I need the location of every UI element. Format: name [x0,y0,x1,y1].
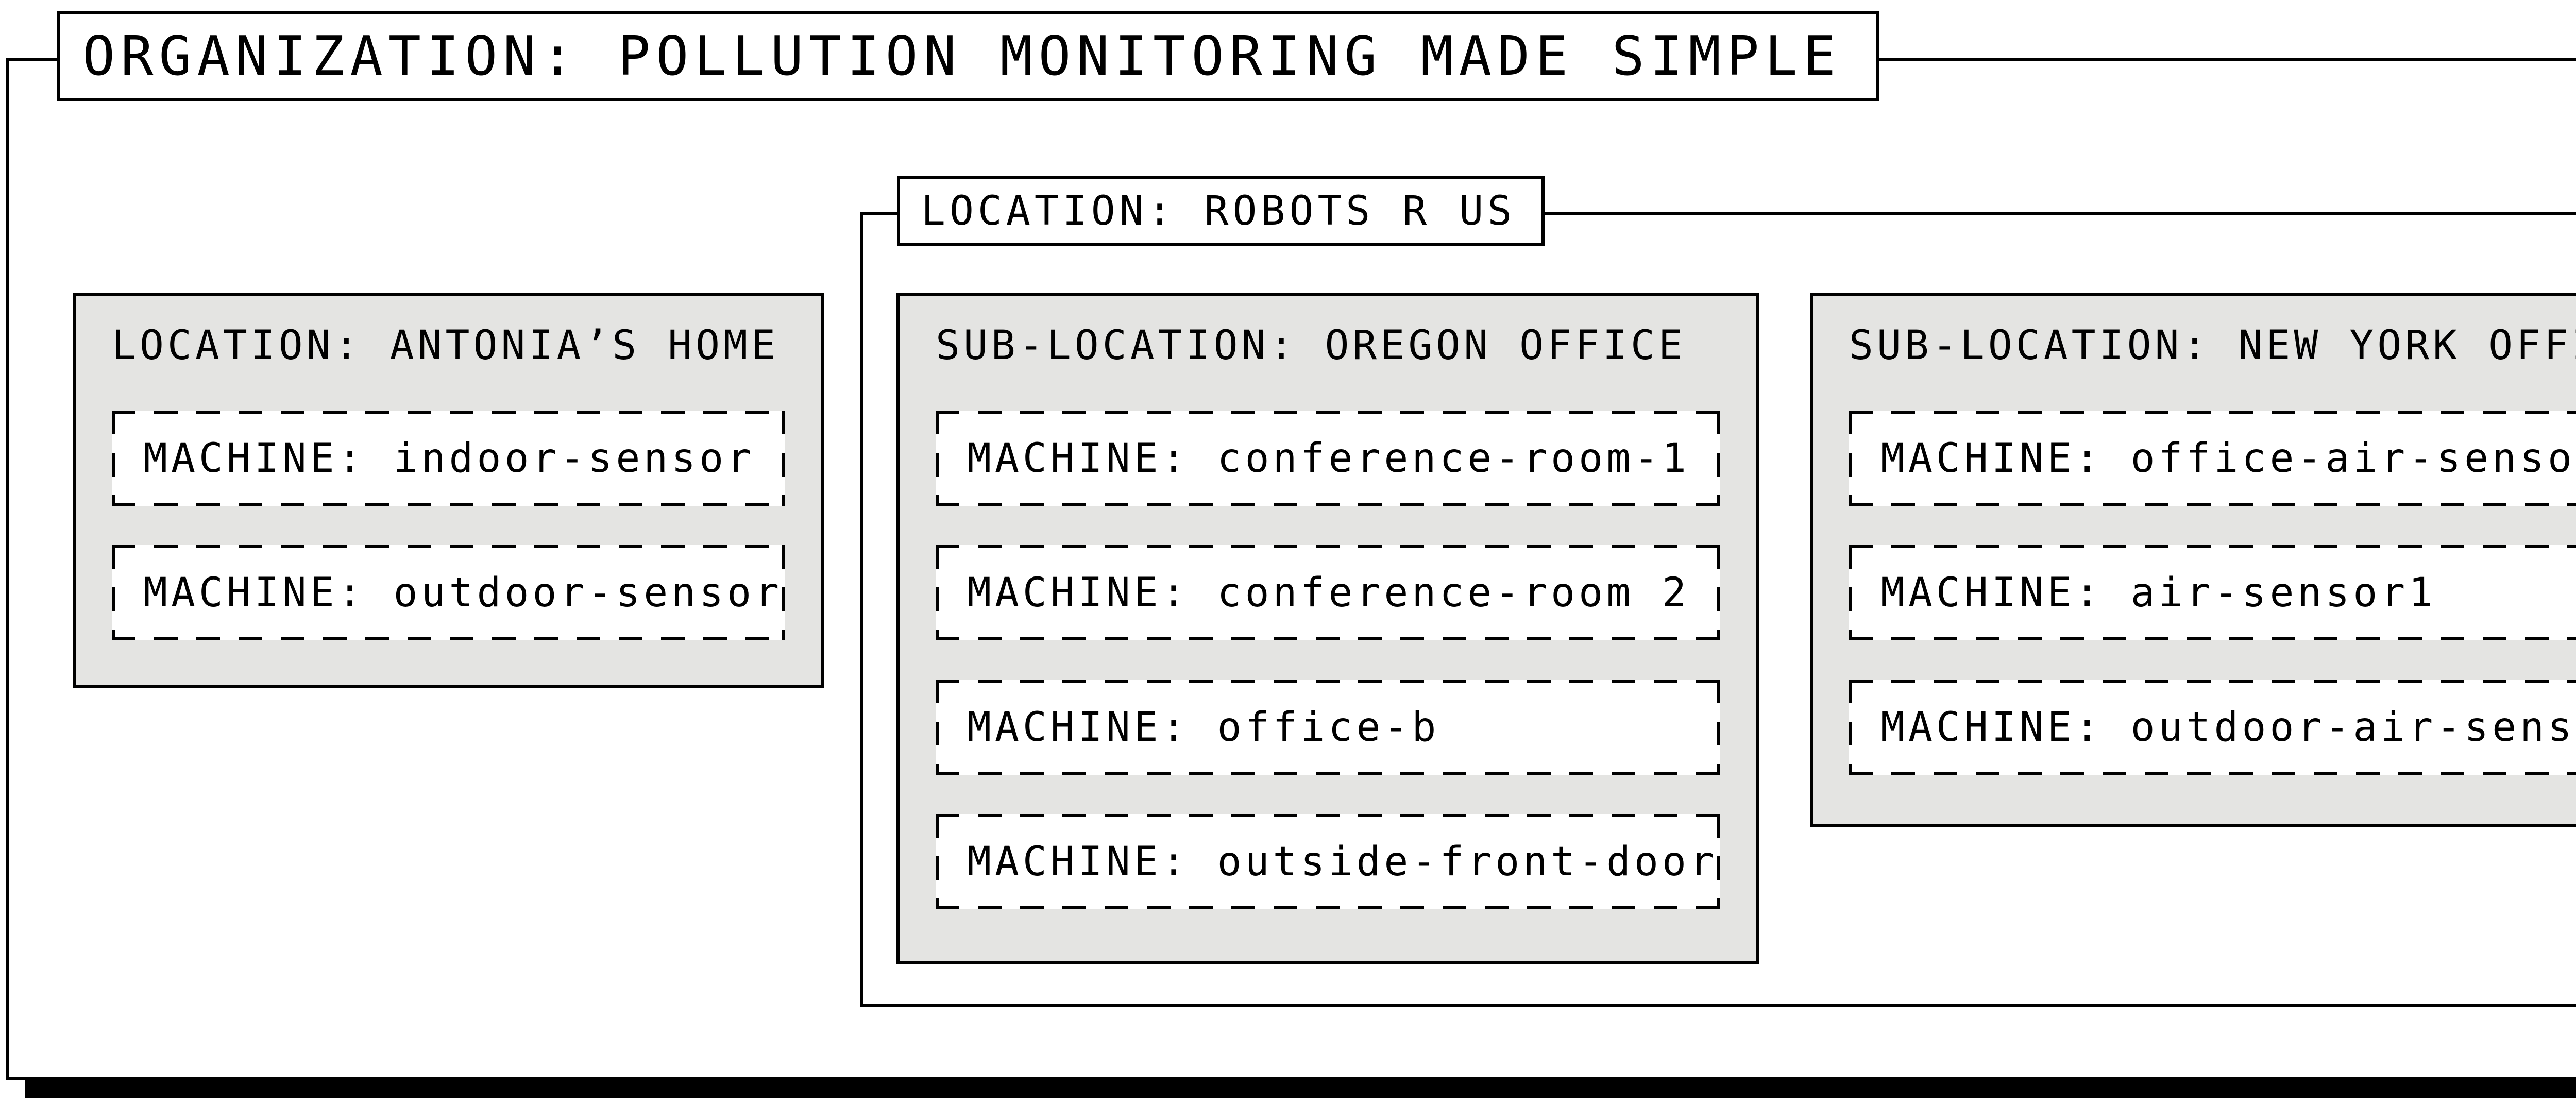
machine-label: MACHINE: office-air-sensor [1880,435,2576,482]
machine-box-outdoor-air-sensor: MACHINE: outdoor-air-sensor [1849,680,2576,775]
machine-box-outside-front-door: MACHINE: outside-front-door [936,814,1720,909]
sub-location-box-oregon-office: SUB-LOCATION: OREGON OFFICE MACHINE: con… [896,293,1759,964]
machine-box-outdoor-sensor: MACHINE: outdoor-sensor [112,545,785,640]
machine-label: MACHINE: air-sensor1 [1880,569,2437,616]
location-title-tab-robots-r-us: LOCATION: ROBOTS R US [897,176,1545,246]
machine-label: MACHINE: conference-room 2 [967,569,1690,616]
organization-box: LOCATION: ANTONIA’S HOME MACHINE: indoor… [6,58,2576,1080]
machine-box-conference-room-2: MACHINE: conference-room 2 [936,545,1720,640]
sub-location-label-oregon-office: SUB-LOCATION: OREGON OFFICE [936,322,1686,369]
sub-location-label-new-york-office: SUB-LOCATION: NEW YORK OFFICE [1849,322,2576,369]
machine-box-office-air-sensor: MACHINE: office-air-sensor [1849,411,2576,506]
location-box-antonias-home: LOCATION: ANTONIA’S HOME MACHINE: indoor… [73,293,824,688]
sub-location-box-new-york-office: SUB-LOCATION: NEW YORK OFFICE MACHINE: o… [1810,293,2576,827]
machine-box-indoor-sensor: MACHINE: indoor-sensor [112,411,785,506]
location-box-robots-r-us: LOCATION: ROBOTS R US SUB-LOCATION: OREG… [860,176,2576,1007]
location-label-robots-r-us: LOCATION: ROBOTS R US [921,188,1516,234]
machine-label: MACHINE: outdoor-air-sensor [1880,704,2576,751]
machine-box-conference-room-1: MACHINE: conference-room-1 [936,411,1720,506]
machine-label: MACHINE: conference-room-1 [967,435,1690,482]
machine-label: MACHINE: office-b [967,704,1440,751]
machine-label: MACHINE: outside-front-door [967,838,1718,885]
machine-label: MACHINE: indoor-sensor [143,435,755,482]
machine-box-air-sensor1: MACHINE: air-sensor1 [1849,545,2576,640]
organization-title-tab: ORGANIZATION: POLLUTION MONITORING MADE … [57,11,1879,101]
location-label-antonias-home: LOCATION: ANTONIA’S HOME [112,322,779,369]
machine-label: MACHINE: outdoor-sensor [143,569,783,616]
organization-title: ORGANIZATION: POLLUTION MONITORING MADE … [82,25,1841,88]
machine-box-office-b: MACHINE: office-b [936,680,1720,775]
